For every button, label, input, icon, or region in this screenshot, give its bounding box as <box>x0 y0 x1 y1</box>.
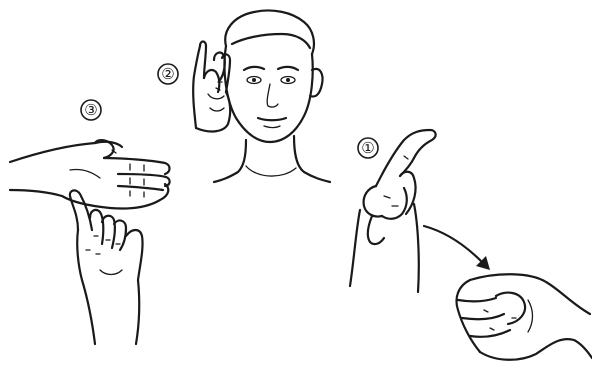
step-1-marker: ① <box>358 138 378 158</box>
vertical-hand <box>70 190 143 344</box>
flat-hand <box>10 140 170 208</box>
step-1-number: ① <box>361 139 374 157</box>
step-1-hand: ① <box>350 130 436 292</box>
step-3-marker: ③ <box>81 100 101 120</box>
step-2-face <box>214 10 330 182</box>
step-3-number: ③ <box>84 101 97 119</box>
curved-arrow-icon <box>424 226 490 270</box>
fist-hand <box>457 274 592 360</box>
step-2-marker: ② <box>158 64 178 84</box>
step-2-hand: ② <box>158 42 230 132</box>
step-2-number: ② <box>161 65 174 83</box>
step-3-hands: ③ <box>10 100 170 344</box>
